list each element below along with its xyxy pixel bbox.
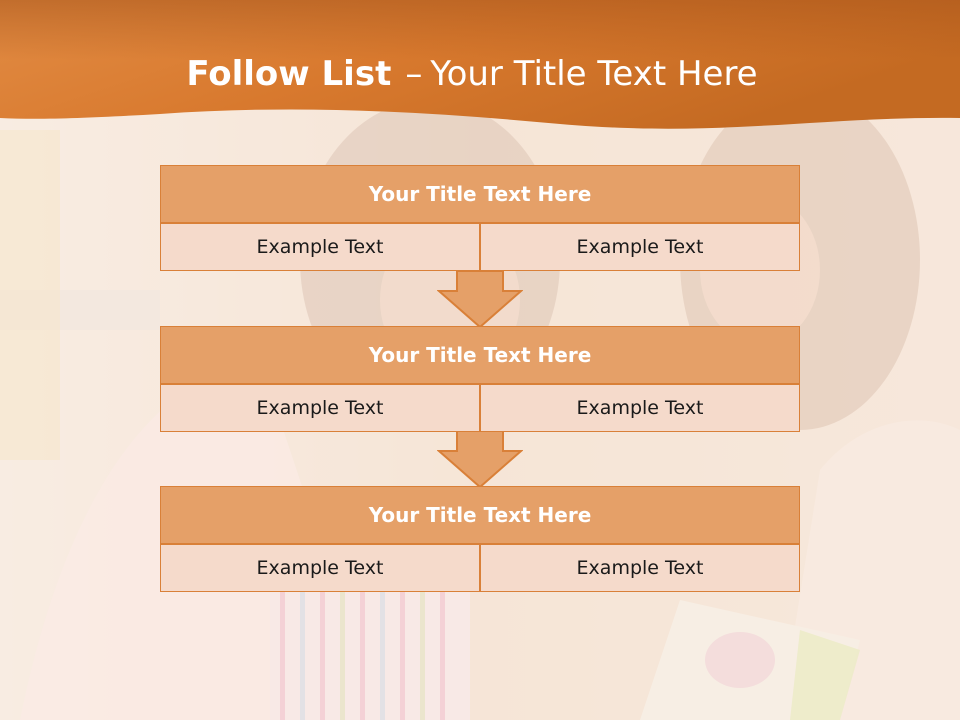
header-banner bbox=[0, 0, 960, 129]
step-cell-left: Example Text bbox=[160, 384, 480, 432]
down-arrow-icon bbox=[437, 431, 523, 489]
step-title: Your Title Text Here bbox=[160, 486, 800, 544]
step-box-3: Your Title Text Here Example Text Exampl… bbox=[160, 486, 800, 592]
title-bold-text: Follow List bbox=[186, 54, 392, 94]
slide-title: Follow List–Your Title Text Here bbox=[0, 54, 944, 94]
title-rest-text: Your Title Text Here bbox=[430, 54, 758, 94]
title-separator: – bbox=[405, 54, 423, 94]
down-arrow-icon bbox=[437, 271, 523, 329]
step-box-2: Your Title Text Here Example Text Exampl… bbox=[160, 326, 800, 432]
step-cell-right: Example Text bbox=[480, 384, 800, 432]
step-box-1: Your Title Text Here Example Text Exampl… bbox=[160, 165, 800, 271]
step-cell-left: Example Text bbox=[160, 544, 480, 592]
step-title: Your Title Text Here bbox=[160, 326, 800, 384]
step-cell-right: Example Text bbox=[480, 544, 800, 592]
step-cell-left: Example Text bbox=[160, 223, 480, 271]
step-cell-right: Example Text bbox=[480, 223, 800, 271]
step-title: Your Title Text Here bbox=[160, 165, 800, 223]
